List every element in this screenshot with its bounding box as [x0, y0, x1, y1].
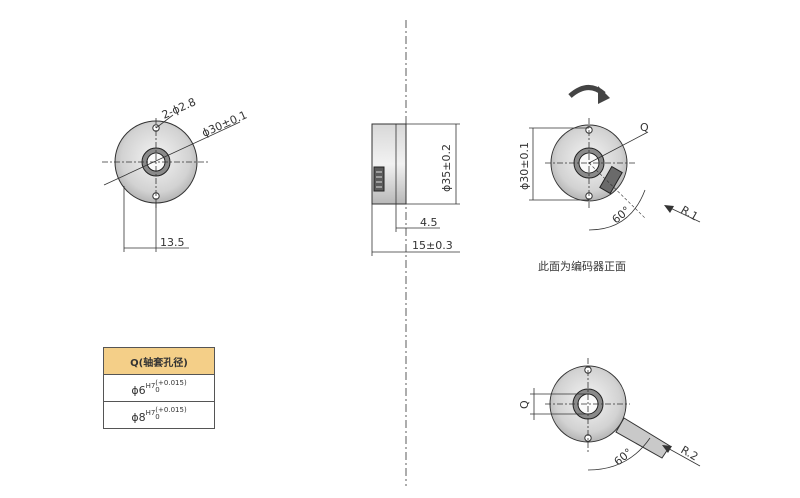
rear-top-q-leader: [588, 131, 649, 164]
rear-bottom-angle-label: 60°: [612, 446, 635, 468]
q-row-2-base: ϕ8: [131, 410, 146, 424]
side-thickness-label: 4.5: [420, 216, 438, 229]
q-row-1-base: ϕ6: [131, 383, 146, 397]
rear-bottom-cable: [615, 417, 671, 459]
side-body: [371, 123, 407, 205]
table-row: ϕ6H7(+0.015)0: [103, 374, 215, 402]
front-dia-leader: [103, 121, 241, 186]
q-bore-table: Q(轴套孔径) ϕ6H7(+0.015)0 ϕ8H7(+0.015)0: [103, 347, 215, 429]
table-row: ϕ8H7(+0.015)0: [103, 401, 215, 429]
rear-view-top: Q ϕ30±0.1 60° R.1 此面为编码器正面: [518, 85, 700, 273]
side-connector: [373, 166, 385, 192]
rear-top-connector: [599, 165, 623, 195]
rear-top-angle-arc: [588, 189, 646, 231]
rear-bottom-radius-label: R.2: [679, 443, 701, 463]
rotation-arrow-head: [598, 86, 610, 104]
front-offset-label: 13.5: [160, 236, 185, 249]
rear-top-angle-ray: [588, 162, 646, 219]
rear-view-bottom: Q 60° R.2: [518, 358, 701, 471]
side-height-label: ϕ35±0.2: [440, 144, 453, 192]
rear-bottom-angle-arc: [587, 437, 651, 471]
front-hole-leader: [155, 114, 174, 129]
rear-bottom-q-label: Q: [518, 400, 531, 409]
rear-top-angle-label: 60°: [610, 204, 633, 226]
front-dia-label: ϕ30±0.1: [200, 108, 249, 139]
q-row-2-upper: +0.015: [158, 405, 184, 414]
front-view: 2-ϕ2.8 ϕ30±0.1 13.5: [102, 95, 249, 252]
q-row-1-tolerance: (+0.015)0: [155, 378, 187, 394]
rear-bottom-radius-arrow: [662, 445, 672, 453]
q-row-1-grade: H7: [145, 381, 156, 390]
rear-top-note: 此面为编码器正面: [538, 259, 626, 273]
front-hole-label: 2-ϕ2.8: [160, 95, 198, 121]
rear-top-dia-label: ϕ30±0.1: [518, 142, 531, 190]
q-row-1-upper: +0.015: [158, 378, 184, 387]
side-view: ϕ35±0.2 4.5 15±0.3: [371, 20, 460, 486]
q-table-header: Q(轴套孔径): [103, 347, 215, 375]
side-length-label: 15±0.3: [412, 239, 453, 252]
q-row-2-grade: H7: [145, 408, 156, 417]
q-row-2-tolerance: (+0.015)0: [155, 405, 187, 421]
q-row-1-lower: 0: [155, 385, 160, 394]
rear-top-radius-arrow: [664, 205, 674, 213]
q-row-2-lower: 0: [155, 412, 160, 421]
rear-top-q-label: Q: [640, 121, 649, 134]
